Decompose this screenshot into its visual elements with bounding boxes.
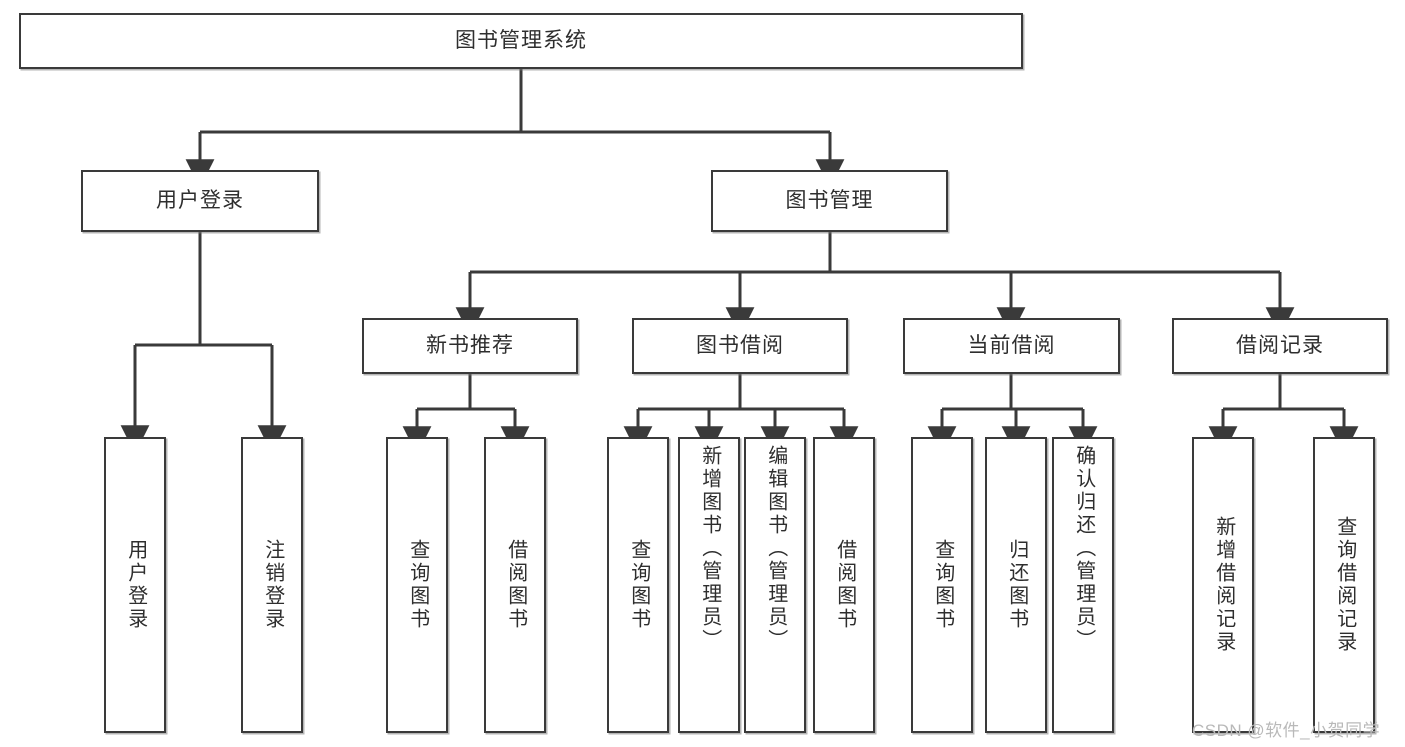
node-root-label: 图书管理系统 (455, 29, 587, 53)
leaf-user-login[interactable]: 用户登录 (104, 437, 166, 733)
leaf-label: 查询图书 (627, 539, 650, 631)
node-current-borrow-label: 当前借阅 (967, 334, 1056, 358)
leaf-search-books-new[interactable]: 查询图书 (386, 437, 448, 733)
node-new-book-recommend-label: 新书推荐 (426, 334, 514, 358)
leaf-logout[interactable]: 注销登录 (241, 437, 303, 733)
leaf-label: 归还图书 (1005, 539, 1028, 631)
leaf-label: 查询图书 (931, 539, 954, 631)
node-new-book-recommend[interactable]: 新书推荐 (362, 318, 578, 374)
leaf-confirm-return-admin[interactable]: 确认归还（管理员） (1052, 437, 1114, 733)
leaf-add-book-admin[interactable]: 新增图书（管理员） (678, 437, 740, 733)
node-borrow-records-label: 借阅记录 (1236, 334, 1324, 358)
node-user-login-label: 用户登录 (156, 189, 244, 213)
leaf-label: 确认归还（管理员） (1072, 445, 1095, 652)
node-current-borrow[interactable]: 当前借阅 (903, 318, 1120, 374)
leaf-edit-book-admin[interactable]: 编辑图书（管理员） (744, 437, 806, 733)
leaf-label: 借阅图书 (504, 539, 527, 631)
leaf-label: 编辑图书（管理员） (764, 445, 787, 652)
leaf-search-borrow-record[interactable]: 查询借阅记录 (1313, 437, 1375, 733)
leaf-label: 用户登录 (124, 539, 147, 631)
node-book-management-label: 图书管理 (785, 189, 874, 213)
leaf-label: 借阅图书 (833, 539, 856, 631)
leaf-label: 注销登录 (261, 539, 284, 631)
leaf-search-books-borrow[interactable]: 查询图书 (607, 437, 669, 733)
node-user-login[interactable]: 用户登录 (81, 170, 319, 232)
node-book-management[interactable]: 图书管理 (711, 170, 948, 232)
leaf-borrow-book[interactable]: 借阅图书 (813, 437, 875, 733)
leaf-return-book[interactable]: 归还图书 (985, 437, 1047, 733)
leaf-label: 查询图书 (406, 539, 429, 631)
leaf-borrow-books-new[interactable]: 借阅图书 (484, 437, 546, 733)
leaf-search-books-current[interactable]: 查询图书 (911, 437, 973, 733)
leaf-label: 新增图书（管理员） (698, 445, 721, 652)
node-book-borrow-label: 图书借阅 (696, 334, 784, 358)
leaf-label: 查询借阅记录 (1333, 516, 1356, 654)
node-borrow-records[interactable]: 借阅记录 (1172, 318, 1388, 374)
leaf-label: 新增借阅记录 (1212, 516, 1235, 654)
node-root[interactable]: 图书管理系统 (19, 13, 1023, 69)
leaf-add-borrow-record[interactable]: 新增借阅记录 (1192, 437, 1254, 733)
watermark: CSDN @软件_小贺同学 (1192, 721, 1381, 740)
node-book-borrow[interactable]: 图书借阅 (632, 318, 848, 374)
